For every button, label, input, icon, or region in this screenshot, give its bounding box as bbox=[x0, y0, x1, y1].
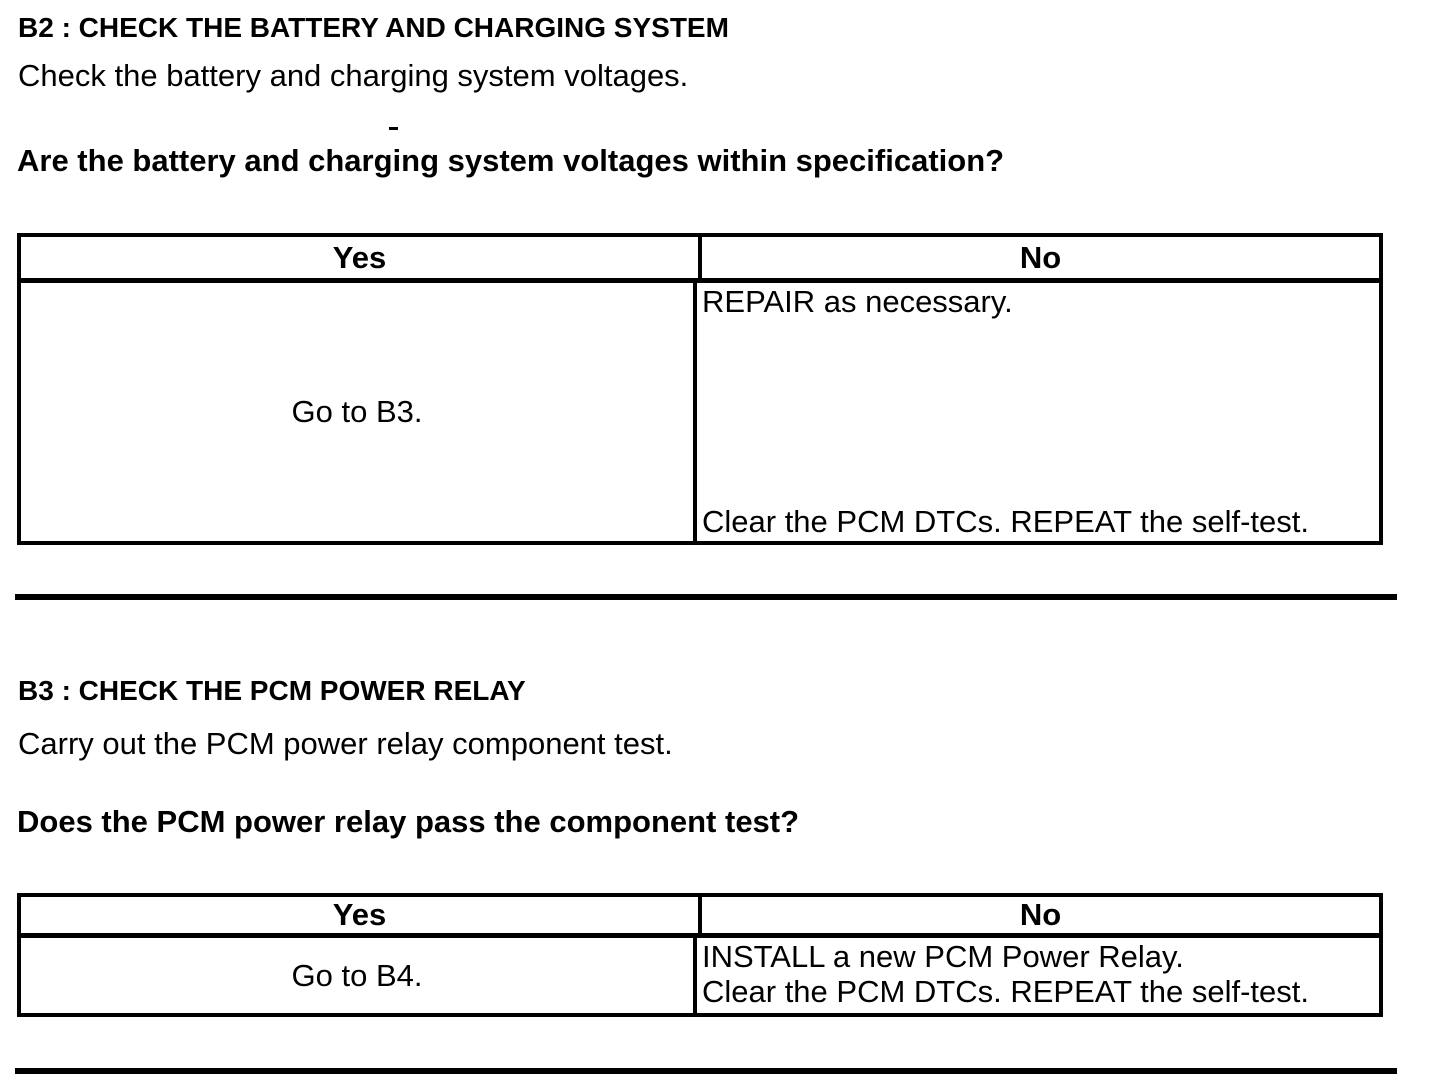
table-header-row: Yes No bbox=[21, 897, 1379, 938]
no-action-bottom-text: Clear the PCM DTCs. REPEAT the self-test… bbox=[702, 974, 1309, 1009]
step-b2-result-table: Yes No Go to B3. REPAIR as necessary. Cl… bbox=[17, 233, 1383, 545]
step-b3-instruction: Carry out the PCM power relay component … bbox=[18, 726, 673, 761]
table-body-row: Go to B3. REPAIR as necessary. Clear the… bbox=[21, 283, 1379, 541]
step-b3-question: Does the PCM power relay pass the compon… bbox=[17, 804, 800, 839]
yes-action-text: Go to B4. bbox=[291, 957, 423, 993]
no-column-header: No bbox=[698, 237, 1379, 278]
no-column-header: No bbox=[698, 897, 1379, 933]
section-divider-rule bbox=[15, 594, 1397, 600]
step-b2-instruction: Check the battery and charging system vo… bbox=[18, 58, 689, 93]
no-action-bottom-text: Clear the PCM DTCs. REPEAT the self-test… bbox=[702, 504, 1309, 539]
step-b2-heading: B2 : CHECK THE BATTERY AND CHARGING SYST… bbox=[18, 12, 729, 43]
table-header-row: Yes No bbox=[21, 237, 1379, 283]
yes-column-header: Yes bbox=[332, 240, 387, 275]
step-b3-heading: B3 : CHECK THE PCM POWER RELAY bbox=[18, 675, 526, 706]
no-action-cell: REPAIR as necessary. Clear the PCM DTCs.… bbox=[693, 283, 1379, 541]
step-b3-result-table: Yes No Go to B4. INSTALL a new PCM Power… bbox=[17, 893, 1383, 1017]
yes-action-cell: Go to B4. bbox=[21, 938, 693, 1013]
yes-column-header: Yes bbox=[332, 897, 387, 932]
table-body-row: Go to B4. INSTALL a new PCM Power Relay.… bbox=[21, 938, 1379, 1013]
no-action-cell: INSTALL a new PCM Power Relay. Clear the… bbox=[693, 938, 1379, 1013]
step-b2-question: Are the battery and charging system volt… bbox=[17, 143, 1005, 178]
no-action-top-text: REPAIR as necessary. bbox=[702, 284, 1013, 319]
yes-action-cell: Go to B3. bbox=[21, 283, 693, 541]
yes-action-text: Go to B3. bbox=[291, 394, 423, 429]
stray-scan-mark bbox=[389, 127, 398, 130]
page-bottom-rule bbox=[15, 1068, 1397, 1074]
no-action-top-text: INSTALL a new PCM Power Relay. bbox=[702, 939, 1184, 974]
